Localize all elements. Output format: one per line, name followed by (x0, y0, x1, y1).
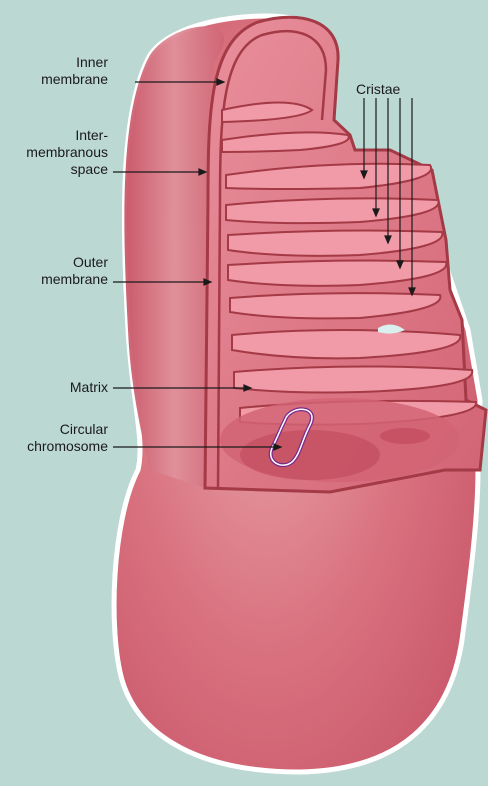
left-lobe (124, 26, 225, 488)
label-matrix: Matrix (69, 379, 108, 395)
label-circular-chromosome: Circular chromosome (27, 421, 108, 454)
matrix-shadow (240, 430, 380, 480)
label-inner-membrane: Inner membrane (41, 54, 108, 87)
label-intermembranous-space: Inter- membranous space (26, 127, 108, 177)
matrix-blob (380, 428, 430, 444)
leader-lines (113, 78, 416, 451)
label-cristae: Cristae (356, 81, 401, 97)
white-gap (378, 324, 405, 334)
label-outer-membrane: Outer membrane (41, 254, 108, 287)
inner-membrane-line (216, 29, 328, 489)
cristae-folds (221, 101, 478, 426)
